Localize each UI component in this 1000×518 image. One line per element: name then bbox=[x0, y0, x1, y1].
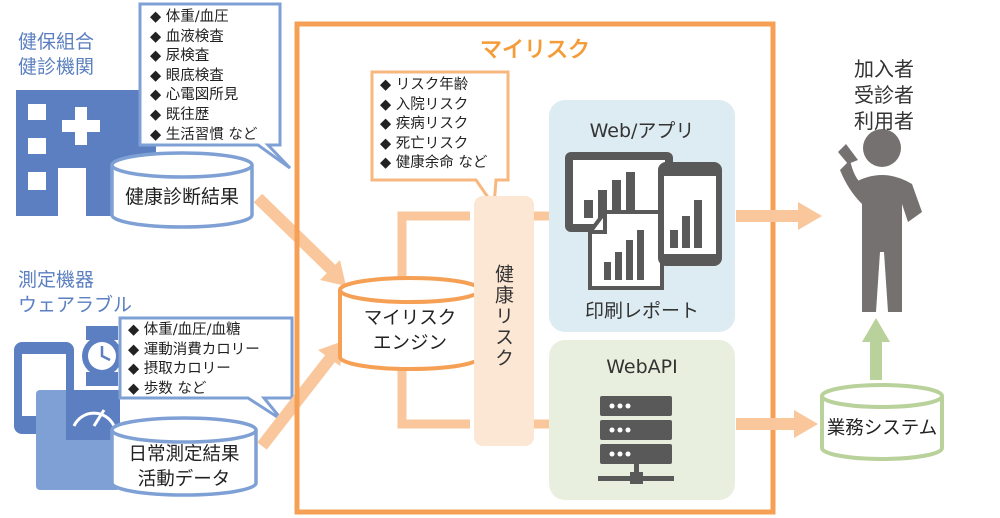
checkup-item: ◆ 生活習慣 など bbox=[150, 126, 258, 143]
checkup-items-list: ◆ 体重/血圧 ◆ 血液検査 ◆ 尿検査 ◆ 眼底検査 ◆ 心電図所見 ◆ 既往… bbox=[150, 8, 257, 145]
checkup-db-label: 健康診断結果 bbox=[124, 186, 239, 208]
checkup-item: ◆ 眼底検査 bbox=[150, 67, 224, 84]
user-label: 加入者 受診者 利用者 bbox=[836, 56, 932, 134]
daily-db-label: 日常測定結果 活動データ bbox=[114, 442, 254, 492]
arrow-web-to-user bbox=[736, 202, 822, 230]
myrisk-title: マイリスク bbox=[479, 38, 590, 63]
risk-item: ◆ 死亡リスク bbox=[380, 135, 469, 152]
daily-item: ◆ 摂取カロリー bbox=[128, 361, 231, 378]
smartwatch-icon bbox=[82, 326, 122, 386]
print-report-label: 印刷レポート bbox=[584, 300, 699, 322]
user-line: 利用者 bbox=[854, 109, 914, 133]
risk-items-list: ◆ リスク年齢 ◆ 入院リスク ◆ 疾病リスク ◆ 死亡リスク ◆ 健康余命 な… bbox=[380, 76, 487, 174]
health-risk-label: 健康リスク bbox=[492, 264, 514, 369]
risk-item: ◆ リスク年齢 bbox=[380, 77, 469, 93]
daily-item: ◆ 運動消費カロリー bbox=[128, 341, 260, 358]
health-risk-bar bbox=[474, 196, 534, 446]
engine-label: マイリスク エンジン bbox=[342, 306, 478, 356]
daily-items-list: ◆ 体重/血圧/血糖 ◆ 運動消費カロリー ◆ 摂取カロリー ◆ 歩数 など bbox=[128, 321, 260, 399]
person-icon bbox=[838, 129, 922, 312]
checkup-item: ◆ 体重/血圧 bbox=[150, 9, 229, 25]
user-line: 加入者 bbox=[854, 57, 914, 81]
webapi-title: WebAPI bbox=[606, 356, 678, 378]
scale-icon bbox=[36, 390, 120, 490]
arrow-checkup-to-engine bbox=[253, 193, 346, 286]
arrow-business-to-user bbox=[862, 318, 890, 380]
user-line: 受診者 bbox=[854, 83, 914, 107]
daily-results-db bbox=[110, 416, 258, 497]
daily-item: ◆ 歩数 など bbox=[128, 380, 207, 397]
business-system-label: 業務システム bbox=[826, 418, 938, 439]
paper-chart-icon bbox=[588, 210, 664, 290]
health-org-line: 健診機関 bbox=[18, 56, 95, 78]
checkup-item: ◆ 既往歴 bbox=[150, 106, 210, 123]
hospital-icon bbox=[16, 90, 156, 216]
tablet-chart-icon bbox=[658, 162, 722, 266]
device-line: ウェアラブル bbox=[18, 294, 133, 316]
business-system-db bbox=[820, 383, 944, 461]
daily-item: ◆ 体重/血圧/血糖 bbox=[128, 322, 241, 338]
health-org-label: 健保組合 健診機関 bbox=[18, 30, 94, 80]
checkup-item: ◆ 尿検査 bbox=[150, 48, 210, 65]
health-org-line: 健保組合 bbox=[18, 31, 95, 53]
risk-items-callout bbox=[370, 70, 510, 211]
device-label: 測定機器 ウェアラブル bbox=[18, 268, 132, 318]
engine-line: エンジン bbox=[372, 333, 447, 354]
risk-item: ◆ 入院リスク bbox=[380, 96, 469, 113]
checkup-results-db bbox=[110, 151, 254, 229]
arrow-api-to-business bbox=[736, 410, 818, 438]
server-icon bbox=[598, 396, 674, 484]
myrisk-frame bbox=[294, 21, 776, 515]
checkup-items-callout bbox=[138, 2, 292, 170]
risk-item: ◆ 健康余命 など bbox=[380, 155, 488, 172]
daily-db-line: 日常測定結果 bbox=[128, 444, 240, 465]
device-line: 測定機器 bbox=[18, 269, 95, 291]
daily-db-line: 活動データ bbox=[137, 469, 231, 490]
checkup-item: ◆ 血液検査 bbox=[150, 28, 224, 45]
web-app-title: Web/アプリ bbox=[589, 120, 695, 142]
checkup-item: ◆ 心電図所見 bbox=[150, 87, 239, 104]
daily-items-callout bbox=[118, 316, 294, 422]
engine-line: マイリスク bbox=[363, 308, 457, 329]
risk-item: ◆ 疾病リスク bbox=[380, 116, 469, 133]
